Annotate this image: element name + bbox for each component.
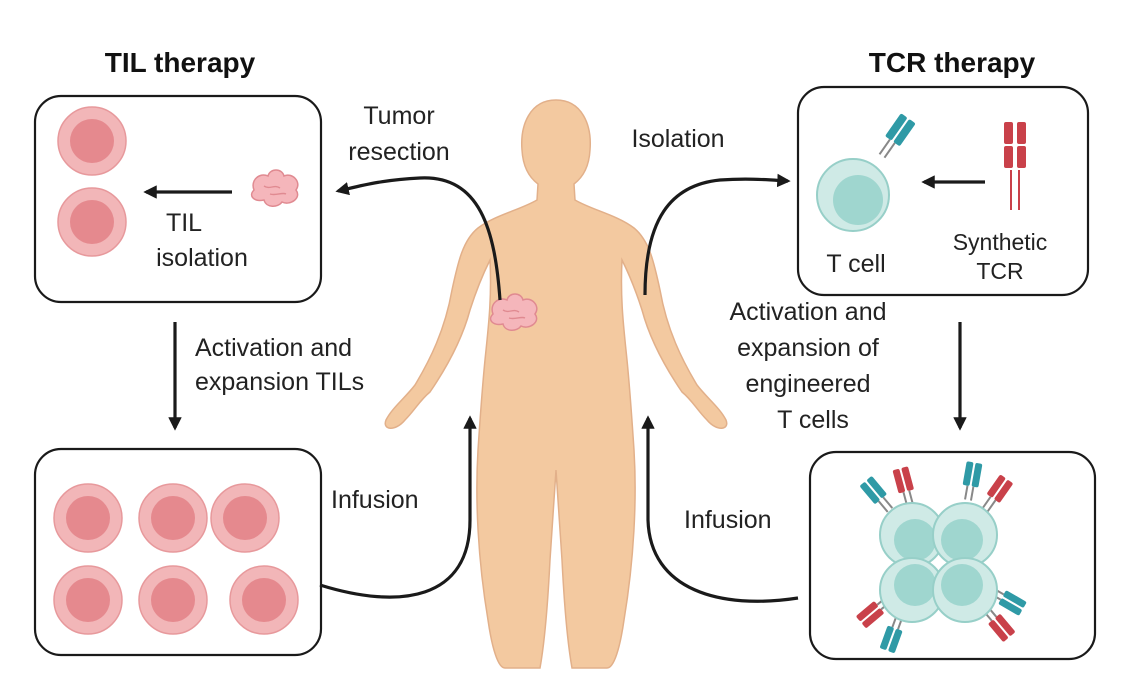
isolation-label: Isolation — [631, 125, 724, 153]
tcr-title: TCR therapy — [869, 47, 1036, 78]
human-body-icon — [384, 99, 728, 669]
til-cell-icon — [57, 187, 127, 257]
til-activation-label: expansion TILs — [195, 368, 364, 396]
til-cell-icon — [210, 483, 280, 553]
til-cell-icon — [53, 483, 123, 553]
til-isolation-label: isolation — [156, 244, 248, 272]
tcr-activation-label: expansion of — [737, 334, 879, 362]
tcr-receptor-icon — [981, 475, 1013, 513]
body-tumor-icon — [489, 293, 538, 331]
t-cell-label: T cell — [826, 250, 885, 278]
t-cell-icon — [879, 557, 945, 623]
til-cell-icon — [138, 483, 208, 553]
tumor-icon — [250, 169, 299, 207]
til-title: TIL therapy — [105, 47, 256, 78]
tcr-receptor-icon — [860, 476, 894, 513]
til-cell-icon — [53, 565, 123, 635]
til-infusion-arrow — [319, 415, 477, 599]
synthetic-tcr-label: TCR — [976, 258, 1023, 284]
tcr-infusion-arrow — [641, 415, 799, 603]
tcr-receptor-icon — [878, 113, 915, 159]
synthetic-tcr-label: Synthetic — [953, 229, 1048, 255]
til-cell-icon — [138, 565, 208, 635]
tcr-receptor-icon — [962, 461, 983, 501]
tumor-resection-arrow — [335, 176, 502, 301]
isolation-arrow — [643, 173, 791, 296]
tcr-activation-label: Activation and — [729, 298, 886, 326]
til-isolation-label: TIL — [166, 209, 202, 237]
tcr-activation-label: T cells — [777, 406, 849, 434]
til-cell-icon — [229, 565, 299, 635]
til-cell-icon — [57, 106, 127, 176]
t-cell-icon — [932, 502, 998, 568]
t-cell-icon — [816, 158, 890, 232]
tumor-resection-label: resection — [348, 138, 449, 166]
tumor-resection-label: Tumor — [363, 102, 434, 130]
tcr-isolation-box — [796, 85, 1090, 297]
til-activation-label: Activation and — [195, 334, 352, 362]
tcr-activation-label: engineered — [745, 370, 870, 398]
tcr-receptor-icon — [1004, 122, 1026, 210]
t-cell-icon — [932, 557, 998, 623]
til-infusion-label: Infusion — [331, 486, 419, 514]
tcr-infusion-label: Infusion — [684, 506, 772, 534]
